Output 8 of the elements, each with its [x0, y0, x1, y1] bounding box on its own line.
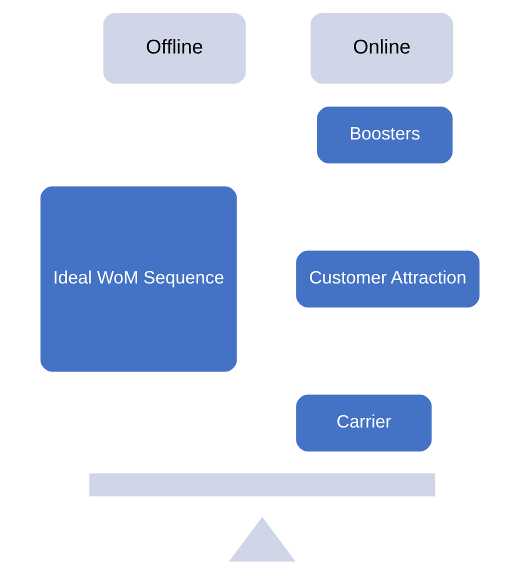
node-box: Offline [102, 12, 247, 85]
node-box: Carrier [295, 394, 433, 452]
node-bar [89, 473, 436, 496]
node-triangle [228, 516, 296, 562]
node-box: Ideal WoM Sequence [39, 185, 238, 373]
node-box: Boosters [316, 106, 454, 164]
node-box: Customer Attraction [295, 250, 481, 308]
node-box: Online [310, 12, 454, 85]
